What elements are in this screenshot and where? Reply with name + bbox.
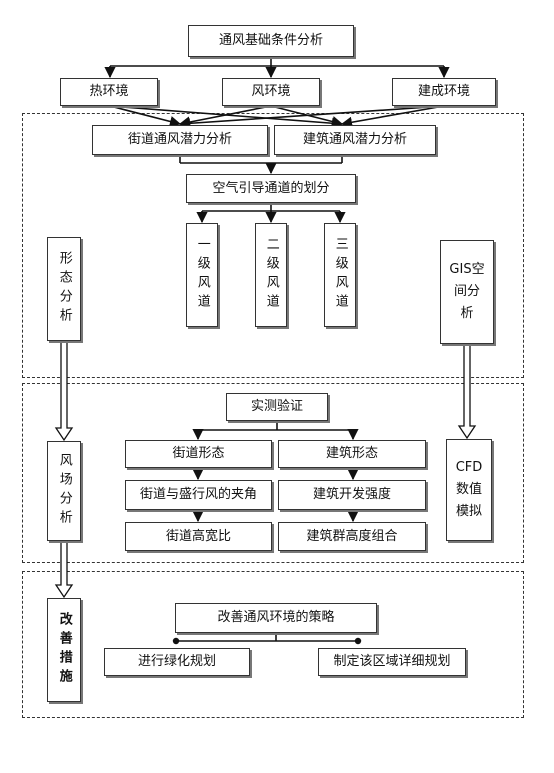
heat-environment-box: 热环境	[60, 78, 158, 106]
greening-plan-label: 进行绿化规划	[137, 654, 216, 670]
street-potential-label: 街道通风潜力分析	[127, 132, 232, 148]
built-environment-box: 建成环境	[392, 78, 496, 106]
air-channel-division-box: 空气引导通道的划分	[186, 174, 356, 203]
level2-channel-box: 二级风道	[255, 223, 287, 327]
street-form-label: 街道形态	[172, 446, 225, 462]
building-potential-box: 建筑通风潜力分析	[274, 125, 436, 155]
built-environment-label: 建成环境	[417, 84, 470, 100]
street-aspect-ratio-box: 街道高宽比	[125, 522, 272, 551]
building-intensity-label: 建筑开发强度	[312, 487, 391, 503]
form-analysis-box: 形态分析	[47, 237, 81, 341]
ventilation-strategy-box: 改善通风环境的策略	[175, 603, 377, 633]
building-form-box: 建筑形态	[278, 440, 426, 468]
cfd-simulation-label: CFD数值模拟	[455, 459, 483, 520]
wind-environment-box: 风环境	[222, 78, 320, 106]
building-height-combination-box: 建筑群高度组合	[278, 522, 426, 551]
building-height-combination-label: 建筑群高度组合	[306, 528, 398, 544]
basic-condition-box: 通风基础条件分析	[188, 25, 354, 57]
ventilation-strategy-label: 改善通风环境的策略	[217, 610, 335, 626]
greening-plan-box: 进行绿化规划	[104, 648, 250, 676]
building-intensity-box: 建筑开发强度	[278, 480, 426, 510]
heat-environment-label: 热环境	[89, 84, 129, 100]
section-analysis-frame	[22, 113, 524, 378]
street-wind-angle-box: 街道与盛行风的夹角	[125, 480, 272, 510]
improvement-measures-box: 改善措施	[47, 598, 81, 702]
wind-environment-label: 风环境	[251, 84, 291, 100]
street-wind-angle-label: 街道与盛行风的夹角	[139, 487, 257, 503]
detailed-plan-label: 制定该区域详细规划	[333, 654, 451, 670]
level3-channel-box: 三级风道	[324, 223, 356, 327]
street-form-box: 街道形态	[125, 440, 272, 468]
building-form-label: 建筑形态	[325, 446, 378, 462]
level1-channel-label: 一级风道	[194, 237, 210, 313]
building-potential-label: 建筑通风潜力分析	[302, 132, 407, 148]
gis-analysis-box: GIS空间分析	[440, 240, 494, 344]
street-potential-box: 街道通风潜力分析	[92, 125, 268, 155]
street-aspect-ratio-label: 街道高宽比	[165, 528, 231, 544]
section-validation-frame	[22, 383, 524, 563]
wind-field-analysis-box: 风场分析	[47, 441, 81, 541]
section-strategy-frame	[22, 571, 524, 718]
wind-field-analysis-label: 风场分析	[56, 453, 72, 529]
measurement-validation-label: 实测验证	[250, 399, 303, 415]
level1-channel-box: 一级风道	[186, 223, 218, 327]
level2-channel-label: 二级风道	[263, 237, 279, 313]
level3-channel-label: 三级风道	[332, 237, 348, 313]
detailed-plan-box: 制定该区域详细规划	[318, 648, 466, 676]
improvement-measures-label: 改善措施	[56, 612, 72, 688]
form-analysis-label: 形态分析	[56, 251, 72, 327]
air-channel-division-label: 空气引导通道的划分	[212, 180, 330, 196]
gis-analysis-label: GIS空间分析	[449, 261, 485, 322]
basic-condition-label: 通风基础条件分析	[218, 33, 323, 49]
measurement-validation-box: 实测验证	[226, 393, 328, 421]
cfd-simulation-box: CFD数值模拟	[446, 439, 492, 541]
